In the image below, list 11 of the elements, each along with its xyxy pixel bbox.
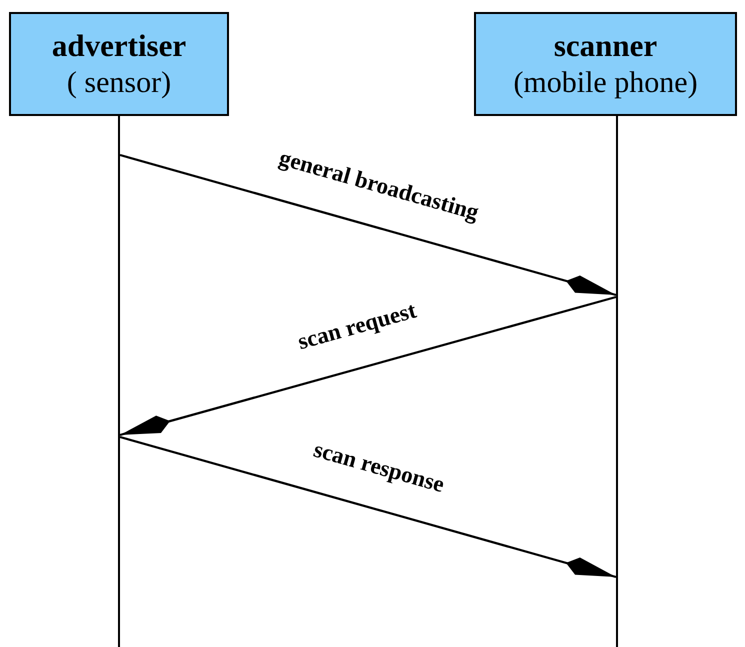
lifeline	[616, 116, 618, 647]
message-arrow	[120, 154, 616, 296]
message-arrow	[120, 436, 616, 578]
participant-box	[9, 12, 229, 116]
participant-name: scanner	[554, 27, 658, 65]
message-arrow	[120, 296, 616, 436]
lifeline	[118, 116, 120, 647]
participant-role: ( sensor)	[66, 64, 172, 101]
participant-name: advertiser	[52, 27, 186, 65]
participant-box	[474, 12, 737, 116]
participant-role: (mobile phone)	[513, 64, 698, 101]
